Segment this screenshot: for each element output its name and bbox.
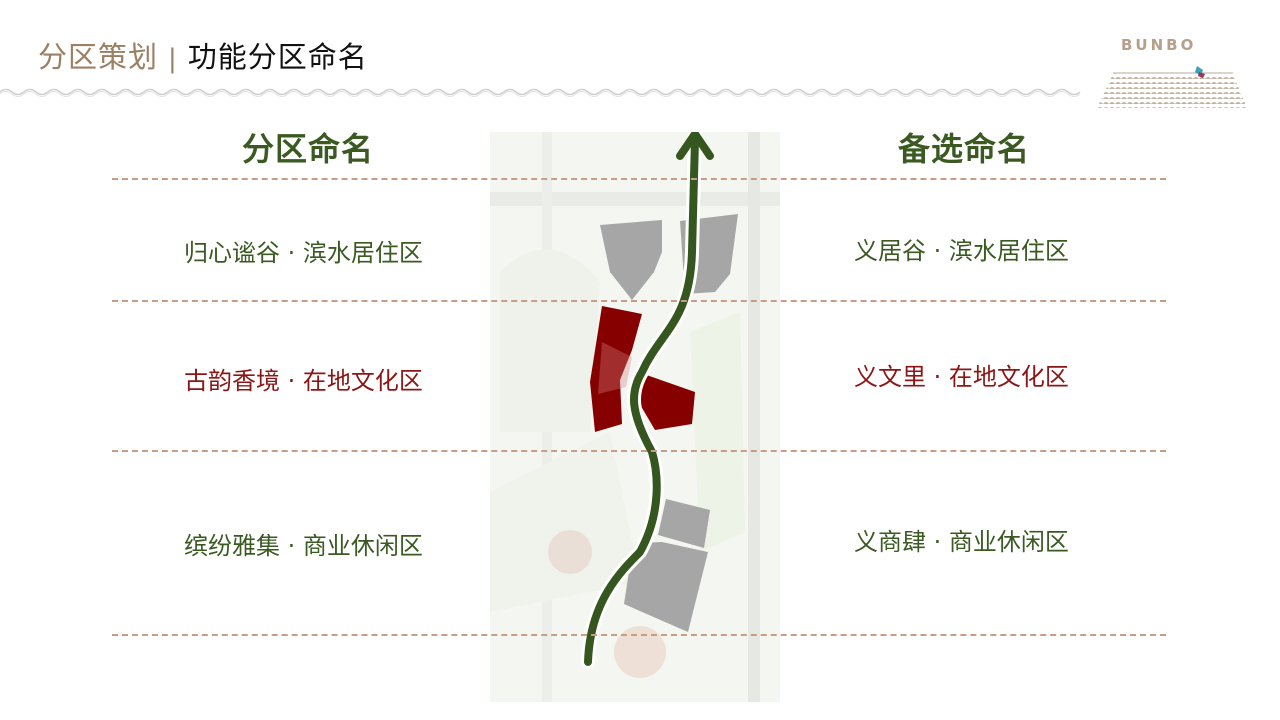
right-column-heading: 备选命名	[898, 130, 1031, 168]
row-divider	[112, 450, 1166, 452]
culture-block	[635, 372, 695, 430]
logo-text: BUNBO	[1121, 36, 1197, 54]
slide-title: 功能分区命名	[187, 40, 368, 74]
wave-divider-icon	[0, 88, 1081, 97]
alt-name-residential: 义居谷 · 滨水居住区	[854, 237, 1069, 265]
zone-name-commercial: 缤纷雅集 · 商业休闲区	[184, 532, 423, 560]
row-divider	[112, 634, 1166, 636]
zone-name-culture: 古韵香境 · 在地文化区	[184, 367, 423, 395]
culture-block	[590, 306, 642, 432]
roof-tiles-icon	[1097, 66, 1247, 108]
brand-logo: BUNBO	[1085, 30, 1255, 130]
title-separator: |	[168, 44, 178, 74]
row-divider	[112, 300, 1166, 302]
site-plan-diagram	[490, 125, 780, 702]
alt-name-commercial: 义商肆 · 商业休闲区	[854, 528, 1069, 556]
commercial-block	[624, 542, 708, 632]
alt-name-culture: 义文里 · 在地文化区	[854, 363, 1069, 391]
section-label: 分区策划	[38, 40, 159, 74]
row-divider	[112, 178, 1166, 180]
arrow-head-icon	[676, 130, 714, 160]
residential-block	[600, 220, 662, 300]
page-title: 分区策划 | 功能分区命名	[38, 34, 368, 76]
site-plan-map	[490, 125, 780, 702]
commercial-block	[658, 499, 710, 548]
left-column-heading: 分区命名	[242, 130, 375, 168]
zone-name-residential: 归心谧谷 · 滨水居住区	[184, 239, 423, 267]
